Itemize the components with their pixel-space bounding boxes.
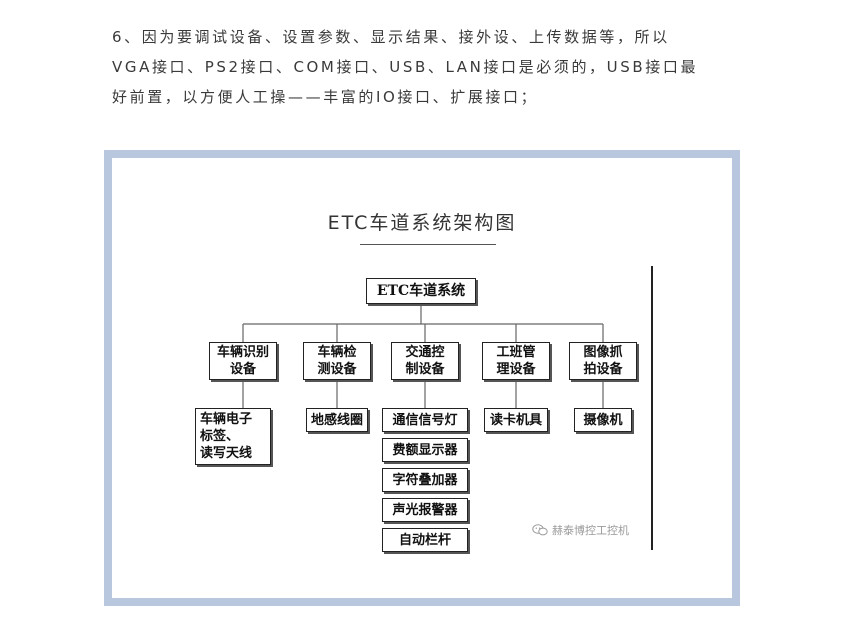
category-node-3: 交通控 制设备 (391, 342, 459, 380)
device-node-4-1: 读卡机具 (484, 408, 548, 432)
device-node-5-1: 摄像机 (574, 408, 632, 432)
article-paragraph: 6、因为要调试设备、设置参数、显示结果、接外设、上传数据等，所以 VGA接口、P… (112, 22, 732, 112)
wechat-icon (532, 524, 548, 536)
device-node-2-1: 地感线圈 (306, 408, 368, 432)
category-node-1: 车辆识别 设备 (209, 342, 277, 380)
category-node-2: 车辆检 测设备 (303, 342, 371, 380)
device-node-3-3: 字符叠加器 (382, 468, 468, 492)
article-line-3: 好前置，以方便人工操——丰富的IO接口、扩展接口； (112, 88, 539, 106)
category-node-4: 工班管 理设备 (482, 342, 550, 380)
watermark-text: 赫泰博控工控机 (552, 524, 629, 537)
device-node-3-5: 自动栏杆 (382, 528, 468, 552)
device-node-3-2: 费额显示器 (382, 438, 468, 462)
connector-lines (242, 304, 604, 408)
figure-canvas: ETC车道系统架构图 ETC车道系统车辆识别 设备车辆电子 标签、 读写天线车辆… (112, 158, 732, 598)
figure-caption: ETC车道系统架构图 (327, 212, 517, 234)
root-node: ETC车道系统 (366, 278, 476, 304)
figure-frame: ETC车道系统架构图 ETC车道系统车辆识别 设备车辆电子 标签、 读写天线车辆… (104, 150, 740, 606)
device-node-3-1: 通信信号灯 (382, 408, 468, 432)
category-node-5: 图像抓 拍设备 (569, 342, 637, 380)
watermark: 赫泰博控工控机 (532, 522, 629, 538)
article-line-1: 6、因为要调试设备、设置参数、显示结果、接外设、上传数据等，所以 (112, 28, 670, 46)
device-node-3-4: 声光报警器 (382, 498, 468, 522)
caption-underline (360, 244, 496, 245)
device-node-1-1: 车辆电子 标签、 读写天线 (195, 408, 271, 465)
right-vertical-rule (651, 266, 653, 550)
article-line-2: VGA接口、PS2接口、COM接口、USB、LAN接口是必须的，USB接口最 (112, 58, 699, 76)
